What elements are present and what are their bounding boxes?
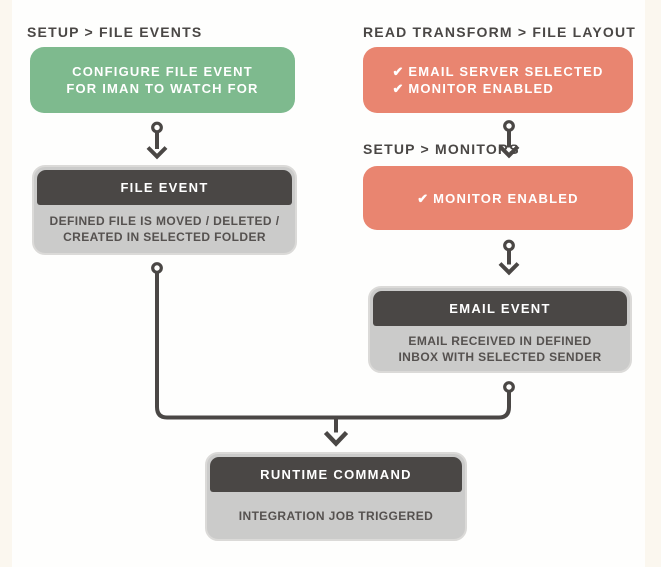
prerequisite-item: ✔ EMAIL SERVER SELECTED [392,64,603,79]
arrow-start-dot [503,120,515,132]
arrow-monitor-to-email-event [498,239,520,276]
email-event-description: EMAIL RECEIVED IN DEFINED INBOX WITH SEL… [373,326,627,371]
arrow-head-icon [323,430,349,447]
arrow-start-dot [151,121,163,134]
email-event-box: EMAIL EVENT EMAIL RECEIVED IN DEFINED IN… [368,286,632,373]
breadcrumb-setup-file-events: SETUP > FILE EVENTS [27,24,203,40]
monitor-enabled-label: MONITOR ENABLED [433,190,579,206]
configure-file-event-line1: CONFIGURE FILE EVENT [72,64,253,79]
arrow-config-to-file-event [146,121,168,160]
prerequisites-box: ✔ EMAIL SERVER SELECTED ✔ MONITOR ENABLED [363,47,633,113]
runtime-command-description: INTEGRATION JOB TRIGGERED [210,492,462,539]
runtime-command-desc-line1: INTEGRATION JOB TRIGGERED [238,508,434,523]
monitor-enabled-box: ✔MONITOR ENABLED [363,166,633,230]
email-event-desc-line1: EMAIL RECEIVED IN DEFINED [408,333,592,348]
file-event-desc-line2: CREATED IN SELECTED FOLDER [63,230,266,244]
configure-file-event-box: CONFIGURE FILE EVENT FOR IMAN TO WATCH F… [30,47,295,113]
prerequisite-item-label: MONITOR ENABLED [408,81,554,96]
arrow-start-dot [503,239,515,252]
merge-connector-to-runtime [151,262,515,447]
configure-file-event-line2: FOR IMAN TO WATCH FOR [66,81,259,96]
runtime-command-title: RUNTIME COMMAND [210,457,462,492]
check-icon: ✔ [392,64,404,79]
arrow-head-icon [146,146,168,160]
connector-start-dot-left [151,262,163,274]
monitor-enabled-item: ✔MONITOR ENABLED [417,190,579,207]
runtime-command-box: RUNTIME COMMAND INTEGRATION JOB TRIGGERE… [205,452,467,541]
prerequisite-item: ✔ MONITOR ENABLED [392,81,554,96]
arrow-head-icon [498,145,520,159]
email-event-desc-line2: INBOX WITH SELECTED SENDER [398,349,602,364]
check-icon: ✔ [417,190,429,206]
breadcrumb-read-transform-file-layout: READ TRANSFORM > FILE LAYOUT [363,24,637,40]
file-event-title: FILE EVENT [37,170,292,205]
arrow-prereq-to-monitor [498,120,520,159]
email-event-title: EMAIL EVENT [373,291,627,326]
file-event-desc-line1: DEFINED FILE IS MOVED / DELETED / [49,214,280,228]
prerequisite-list: ✔ EMAIL SERVER SELECTED ✔ MONITOR ENABLED [392,63,603,97]
breadcrumb-setup-monitors: SETUP > MONITORS [363,141,520,157]
file-event-description: DEFINED FILE IS MOVED / DELETED / CREATE… [37,205,292,253]
prerequisite-item-label: EMAIL SERVER SELECTED [408,64,604,79]
check-icon: ✔ [392,81,404,96]
connector-start-dot-right [503,381,515,393]
arrow-head-icon [498,262,520,276]
file-event-box: FILE EVENT DEFINED FILE IS MOVED / DELET… [32,165,297,255]
